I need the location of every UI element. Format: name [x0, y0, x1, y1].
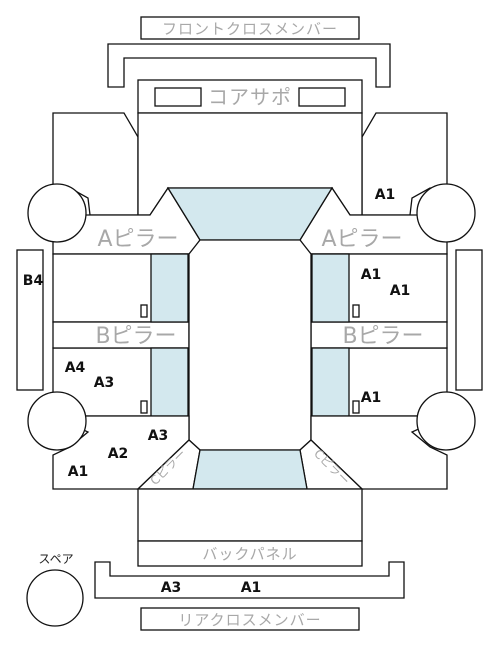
back-panel-label: バックパネル [202, 545, 297, 563]
grade-rear-left-quarter-1: A2 [108, 446, 129, 462]
spare-tire [26, 569, 84, 627]
front-left-wheel [27, 183, 87, 243]
core-support-label: コアサポ [208, 85, 292, 109]
rear-left-quarter [52, 415, 190, 490]
left-side-sill [16, 249, 44, 391]
rear-left-window [150, 347, 189, 417]
front-right-wheel [416, 183, 476, 243]
grade-front-right-door-1: A1 [361, 267, 382, 283]
core-support-left-slot [154, 87, 202, 107]
a-pillar-right-label: Aピラー [321, 227, 402, 252]
trunk-lid [137, 488, 363, 542]
rear-left-wheel [27, 391, 87, 451]
rear-cross-member-label: リアクロスメンバー [178, 611, 321, 629]
rear-window [192, 449, 308, 490]
rear-right-quarter [310, 415, 448, 490]
rear-bracket [94, 561, 405, 599]
rear-right-wheel [416, 391, 476, 451]
front-right-window [311, 253, 350, 323]
back-panel-box [137, 540, 363, 567]
rear-left-handle [140, 400, 148, 414]
front-cross-member-label: フロントクロスメンバー [162, 20, 338, 38]
rear-right-window [311, 347, 350, 417]
core-support-right-slot [298, 87, 346, 107]
grade-front-right-door-2: A1 [390, 283, 411, 299]
front-right-handle [352, 304, 360, 318]
grade-front-right-fender: A1 [375, 187, 396, 203]
front-left-handle [140, 304, 148, 318]
grade-rear-left-door-3: A3 [148, 428, 169, 444]
roof [188, 239, 312, 451]
grade-rear-cross-member-right: A1 [241, 580, 262, 596]
front-bracket [107, 43, 391, 88]
b-pillar-left-label: Bピラー [95, 324, 176, 349]
spare-label: スペア [38, 552, 73, 566]
b-pillar-right-label: Bピラー [342, 324, 423, 349]
grade-rear-right-door: A1 [361, 390, 382, 406]
grade-rear-left-door-2: A3 [94, 375, 115, 391]
grade-rear-cross-member-left: A3 [161, 580, 182, 596]
grade-left-side-sill: B4 [23, 273, 44, 289]
right-side-sill [455, 249, 483, 391]
rear-cross-member-box [140, 607, 360, 631]
rear-right-handle [352, 400, 360, 414]
b-pillar-right-area [310, 321, 448, 349]
front-cross-member-box [140, 16, 360, 40]
grade-rear-left-quarter-2: A1 [68, 464, 89, 480]
b-pillar-left-area [52, 321, 190, 349]
front-left-window [150, 253, 189, 323]
a-pillar-left-label: Aピラー [97, 227, 178, 252]
grade-rear-left-door-1: A4 [65, 360, 86, 376]
